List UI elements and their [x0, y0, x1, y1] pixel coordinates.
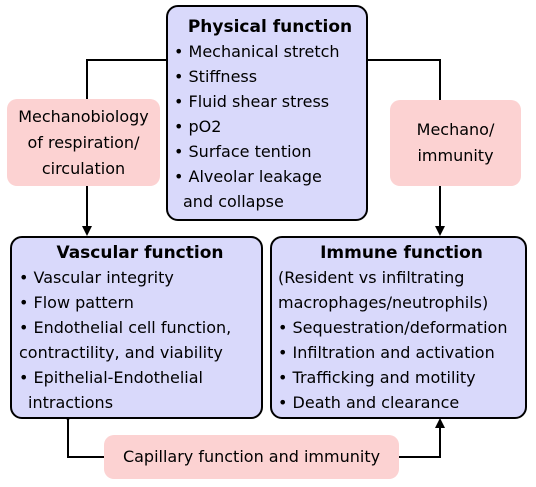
immune-item: • Infiltration and activation: [278, 343, 495, 362]
physical-item: • pO2: [174, 117, 222, 136]
mechano-immunity-label-line: immunity: [417, 146, 494, 165]
physical-item: • Surface tention: [174, 142, 312, 161]
physical-item: and collapse: [183, 192, 284, 211]
vascular-item: • Epithelial-Endothelial: [19, 368, 203, 387]
physical-function-box: Physical function • Mechanical stretch •…: [166, 5, 368, 221]
mechanobiology-label: Mechanobiology of respiration/ circulati…: [7, 99, 160, 186]
immune-function-box: Immune function (Resident vs infiltratin…: [270, 236, 527, 419]
mechanobiology-label-line: of respiration/: [27, 132, 140, 152]
physical-item: • Fluid shear stress: [174, 92, 330, 111]
immune-item: • Trafficking and motility: [278, 368, 476, 387]
physical-item: • Alveolar leakage: [174, 167, 322, 186]
capillary-function-label: Capillary function and immunity: [104, 435, 399, 479]
capillary-function-label-text: Capillary function and immunity: [122, 447, 381, 466]
immune-item: • Death and clearance: [278, 393, 460, 412]
immune-item: • Sequestration/deformation: [278, 318, 508, 337]
vascular-function-box: Vascular function • Vascular integrity •…: [10, 236, 263, 419]
immune-item: (Resident vs infiltrating: [278, 268, 465, 287]
vascular-item: • Vascular integrity: [19, 268, 174, 287]
physical-item: • Mechanical stretch: [174, 42, 340, 61]
vascular-item: contractility, and viability: [19, 343, 223, 362]
mechanobiology-label-line: Mechanobiology: [18, 106, 149, 126]
mechanobiology-label-line: circulation: [41, 158, 126, 178]
immune-function-title: Immune function: [320, 243, 483, 263]
vascular-item: intractions: [28, 393, 114, 412]
vascular-item: • Flow pattern: [19, 293, 134, 312]
vascular-item: • Endothelial cell function,: [19, 318, 232, 337]
mechano-immunity-label-line: Mechano/: [416, 120, 495, 139]
vascular-function-title: Vascular function: [56, 243, 224, 263]
physical-item: • Stiffness: [174, 67, 258, 86]
immune-item: macrophages/neutrophils): [278, 293, 489, 312]
physical-function-title: Physical function: [187, 17, 353, 37]
mechano-immunity-label: Mechano/ immunity: [390, 100, 521, 186]
